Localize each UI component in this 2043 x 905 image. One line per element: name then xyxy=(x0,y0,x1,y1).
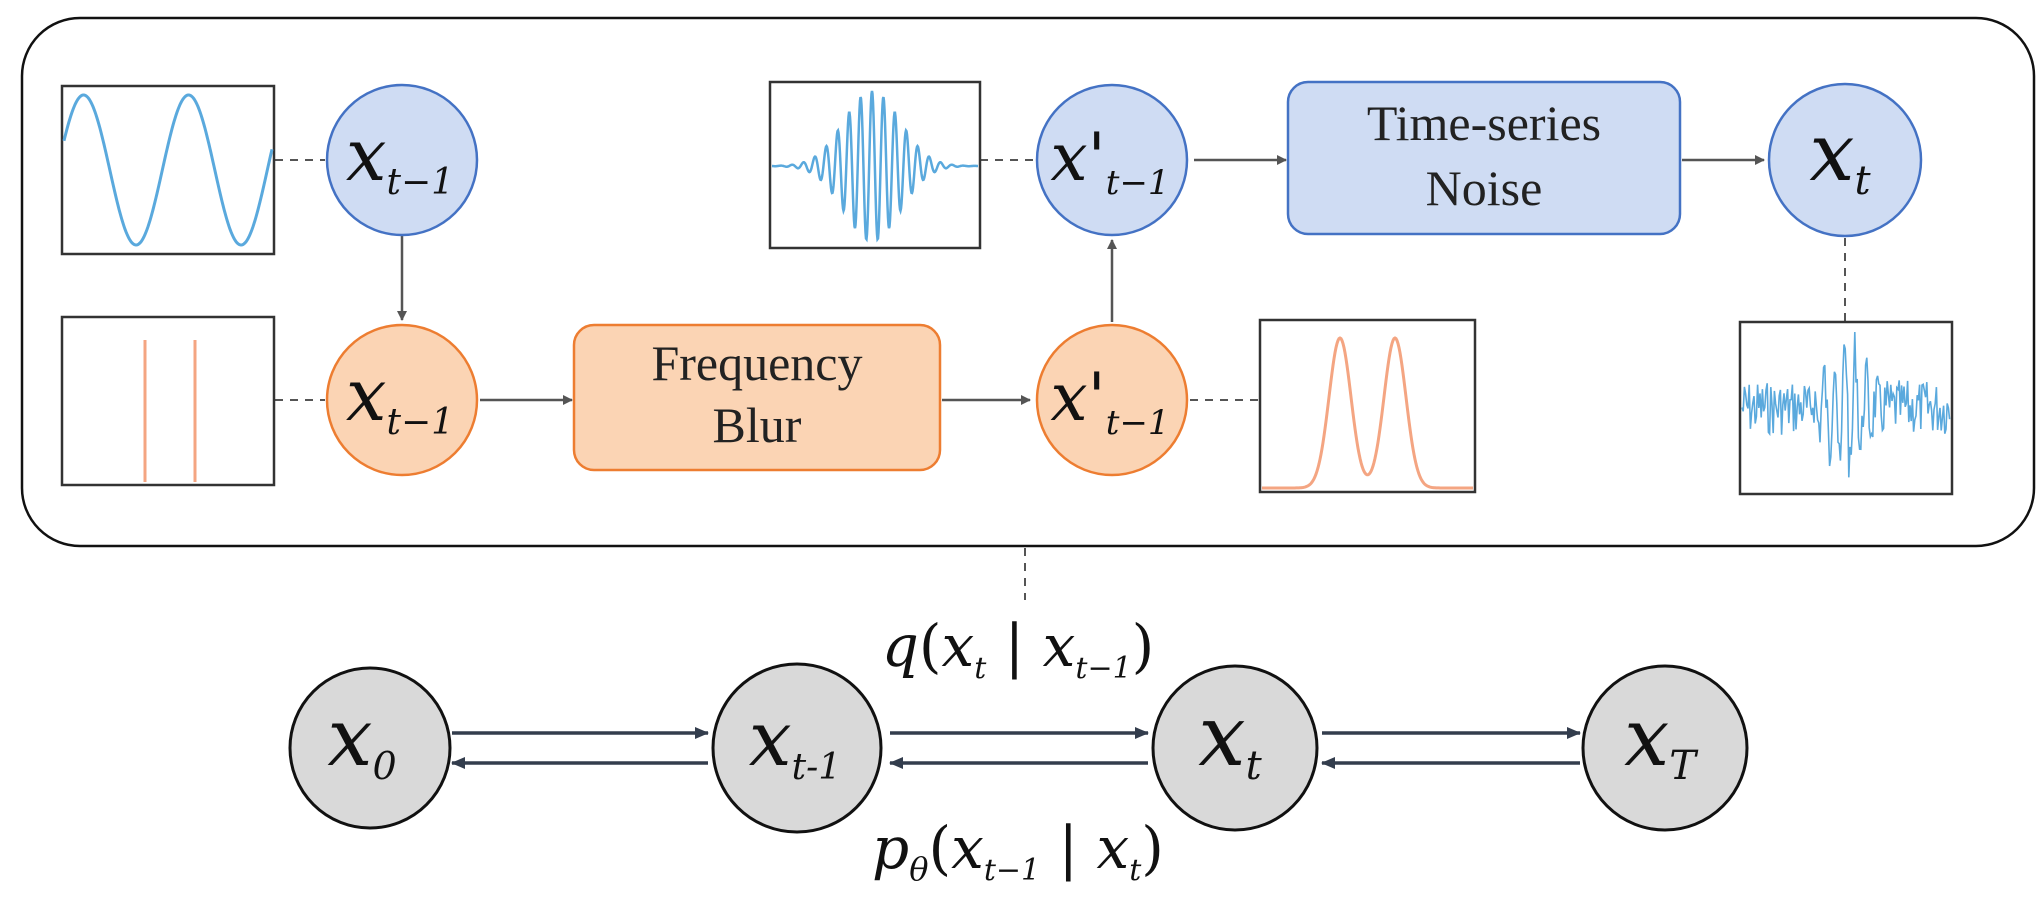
wave-packet-thumbnail xyxy=(768,80,982,250)
frequency-blur-line2: Blur xyxy=(713,397,802,453)
reverse-process-label: pθ(xt−1 | xt) xyxy=(872,814,1164,888)
sine-wave-line xyxy=(62,93,274,247)
blurred-peaks-line xyxy=(1262,336,1473,490)
chain-node-x-T-circle xyxy=(1581,664,1749,832)
time-series-noise-line1: Time-series xyxy=(1367,95,1601,151)
time-series-noise-line2: Noise xyxy=(1426,160,1543,216)
time-series-noise-rect xyxy=(1286,80,1682,236)
node-x-t-top-label: xt xyxy=(1809,106,1871,204)
node-x-prev-time-circle xyxy=(325,83,479,237)
forward-process-label: q(xt | xt−1) xyxy=(882,612,1155,686)
forward-process-panel xyxy=(20,16,2036,548)
chain-node-x-t-circle xyxy=(1151,664,1319,832)
sine-wave-thumbnail xyxy=(60,84,276,256)
chain-node-x-0: x0 xyxy=(288,666,452,830)
frequency-blur-rect xyxy=(572,323,942,472)
frequency-spikes-thumbnail xyxy=(60,315,276,487)
node-x-prime-time: x't−1 xyxy=(1035,83,1189,237)
blurred-peaks-thumbnail xyxy=(1258,318,1477,494)
chain-node-x-t: xt xyxy=(1151,664,1319,832)
node-x-prime-freq-label: x't−1 xyxy=(1050,359,1169,443)
chain-node-x-T: xT xyxy=(1581,664,1749,832)
node-x-prime-freq-circle xyxy=(1035,323,1189,477)
node-x-prev-freq: xt−1 xyxy=(325,323,479,477)
frequency-blur-box: Frequency Blur xyxy=(572,323,942,472)
dashed-connectors xyxy=(275,159,1846,600)
frequency-spikes-frame xyxy=(60,315,276,487)
noisy-signal-thumbnail xyxy=(1738,320,1954,496)
node-x-prev-time-label: xt−1 xyxy=(346,113,454,203)
node-x-prime-time-circle xyxy=(1035,83,1189,237)
wave-packet-line xyxy=(772,90,978,243)
chain-node-x-0-label: x0 xyxy=(327,691,396,788)
chain-arrows xyxy=(451,727,1581,769)
node-x-t-top: xt xyxy=(1767,82,1923,238)
node-x-prev-time: xt−1 xyxy=(325,83,479,237)
node-x-prev-freq-circle xyxy=(325,323,479,477)
node-x-t-top-circle xyxy=(1767,82,1923,238)
node-x-prev-freq-label: xt−1 xyxy=(346,353,454,443)
node-x-prime-time-label: x't−1 xyxy=(1050,119,1169,203)
blurred-peaks-frame xyxy=(1258,318,1477,494)
noisy-signal-line xyxy=(1741,331,1951,478)
chain-node-x-t-minus-1-label: xt-1 xyxy=(749,694,841,788)
frequency-blur-line1: Frequency xyxy=(651,335,862,391)
sine-wave-frame xyxy=(60,84,276,256)
node-x-prime-freq: x't−1 xyxy=(1035,323,1189,477)
chain-node-x-0-circle xyxy=(288,666,452,830)
panel-arrows xyxy=(397,155,1765,405)
chain-node-x-t-minus-1: xt-1 xyxy=(711,662,883,834)
chain-node-x-t-minus-1-circle xyxy=(711,662,883,834)
chain-node-x-T-label: xT xyxy=(1624,691,1699,789)
chain-node-x-t-label: xt xyxy=(1198,687,1262,789)
time-series-noise-box: Time-series Noise xyxy=(1286,80,1682,236)
